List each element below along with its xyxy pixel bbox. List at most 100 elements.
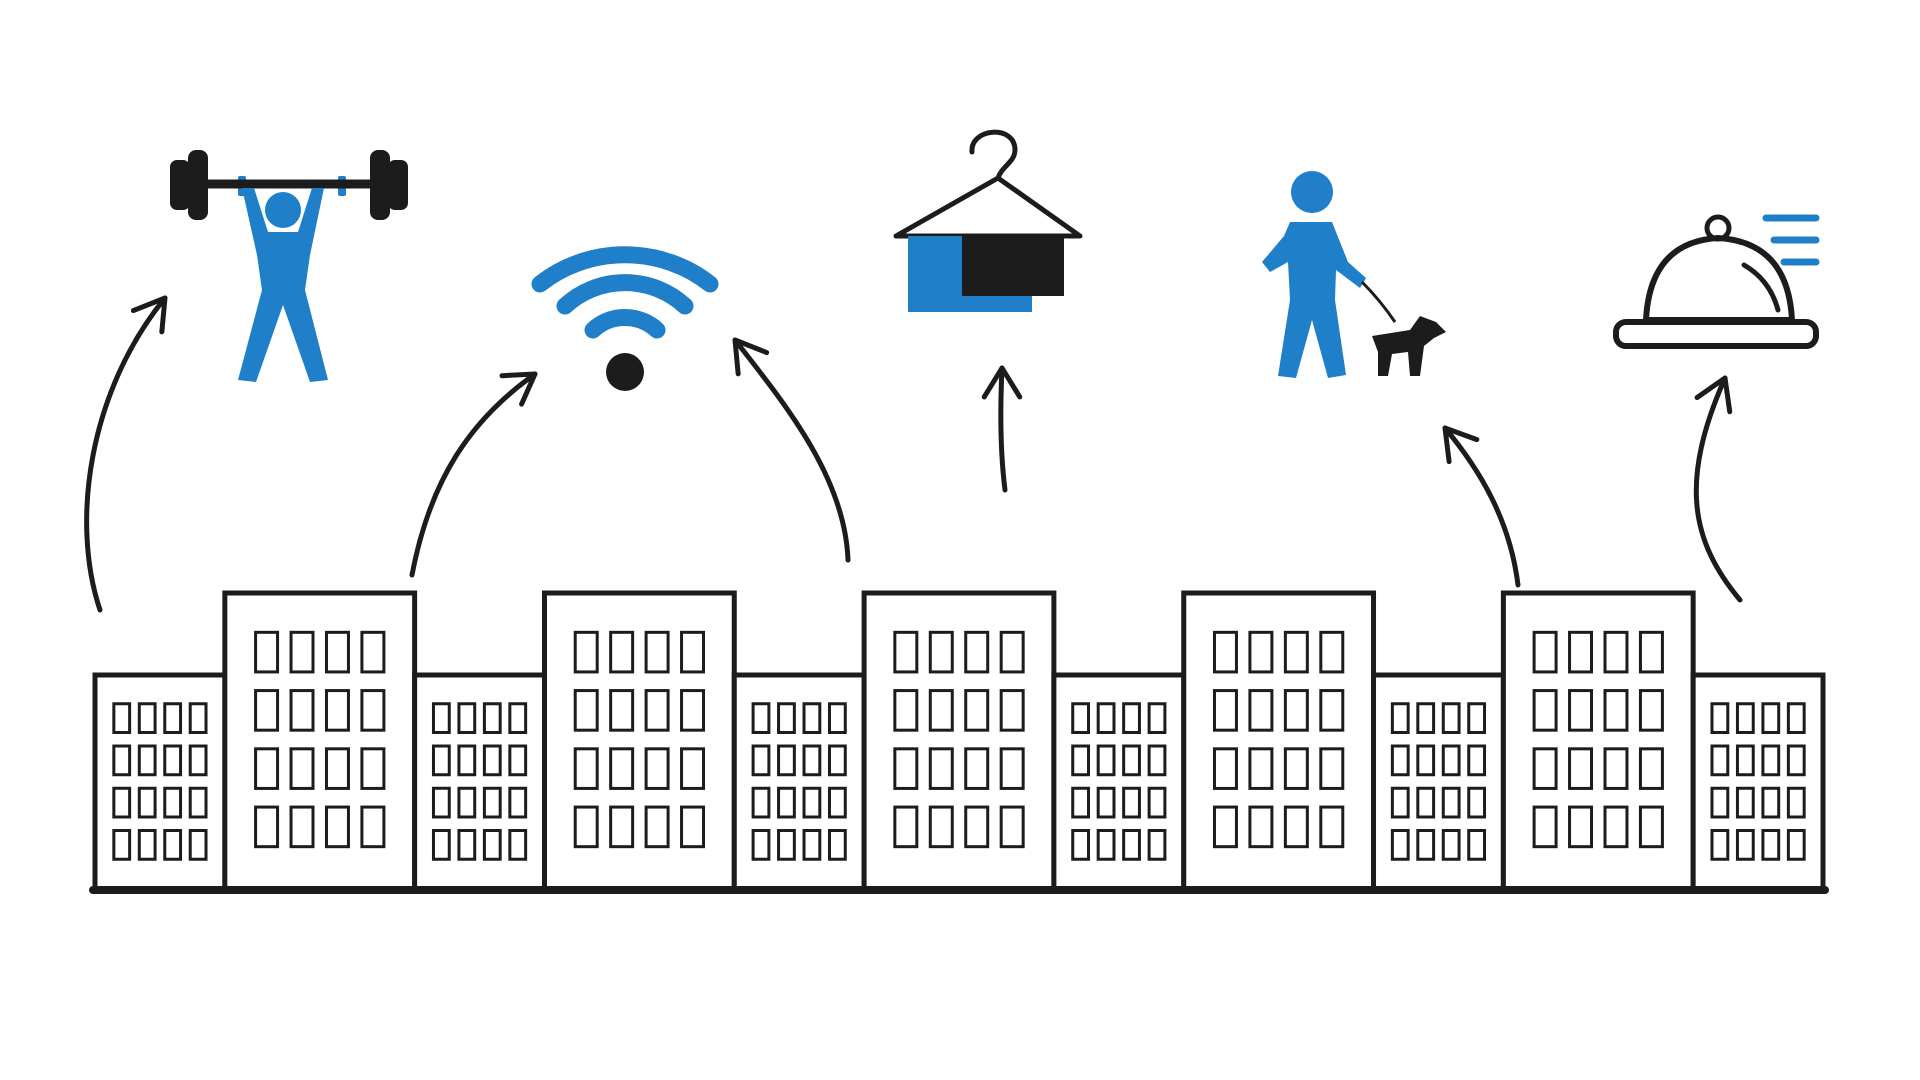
arrow-head (732, 337, 770, 377)
window (1416, 702, 1436, 734)
window (1283, 630, 1309, 674)
window (964, 689, 990, 732)
window (482, 786, 502, 819)
building-row (89, 590, 1829, 894)
window (188, 786, 208, 819)
window (1122, 829, 1141, 861)
window (324, 689, 350, 732)
window (827, 702, 847, 734)
window (289, 689, 315, 732)
window (254, 689, 280, 732)
window (1283, 689, 1309, 732)
window (254, 805, 280, 849)
window (254, 630, 280, 674)
window (964, 630, 990, 674)
laundry-hanger-icon (893, 129, 1083, 312)
window (431, 786, 451, 819)
arrow-head (1442, 425, 1480, 465)
window (457, 702, 477, 734)
window (1638, 805, 1664, 849)
window (893, 747, 919, 790)
window (289, 747, 315, 790)
window (508, 829, 528, 861)
window (1283, 747, 1309, 790)
window (1212, 805, 1238, 849)
window (163, 702, 183, 734)
window (1786, 744, 1806, 777)
window (999, 747, 1025, 790)
window (644, 805, 670, 849)
window (289, 630, 315, 674)
building-4 (541, 590, 737, 893)
window (1416, 786, 1436, 819)
window (802, 744, 822, 777)
window (777, 744, 796, 777)
window (254, 747, 280, 790)
window (1248, 747, 1274, 790)
window (137, 829, 157, 861)
window (1761, 744, 1781, 777)
window (360, 805, 386, 849)
window (1568, 805, 1594, 849)
window (1096, 829, 1116, 861)
window (1568, 630, 1594, 674)
building-11 (1690, 672, 1826, 893)
window (1122, 702, 1141, 734)
window (1786, 702, 1806, 734)
window (964, 805, 990, 849)
window (928, 689, 954, 732)
window (1467, 829, 1487, 861)
window (457, 786, 477, 819)
window (1096, 702, 1116, 734)
window (112, 702, 132, 734)
window (1532, 747, 1558, 790)
window (751, 702, 771, 734)
window (1467, 744, 1487, 777)
window (360, 630, 386, 674)
window (1603, 805, 1629, 849)
window (457, 829, 477, 861)
building-7 (1051, 672, 1187, 893)
window (1122, 744, 1141, 777)
window (1441, 702, 1461, 734)
building-10 (1500, 590, 1696, 893)
window (482, 702, 502, 734)
window (1147, 786, 1167, 819)
window (1212, 747, 1238, 790)
window (1735, 829, 1755, 861)
window (457, 744, 477, 777)
window (137, 744, 157, 777)
window (1147, 829, 1167, 861)
arrow-6 (1693, 375, 1743, 603)
window (644, 630, 670, 674)
window (163, 744, 183, 777)
window (680, 689, 706, 732)
window (1761, 786, 1781, 819)
building-5 (731, 672, 867, 893)
window (1532, 689, 1558, 732)
window (609, 689, 635, 732)
window (609, 630, 635, 674)
window (1441, 744, 1461, 777)
window (644, 747, 670, 790)
window (1710, 744, 1730, 777)
arrow-5 (1442, 425, 1521, 588)
window (777, 786, 796, 819)
window (163, 786, 183, 819)
window (1416, 829, 1436, 861)
window (928, 747, 954, 790)
arrow-group (84, 295, 1743, 613)
window (482, 744, 502, 777)
window (1248, 689, 1274, 732)
window (1735, 702, 1755, 734)
window (609, 805, 635, 849)
window (802, 829, 822, 861)
window (751, 744, 771, 777)
window (573, 689, 599, 732)
window (644, 689, 670, 732)
window (1071, 744, 1091, 777)
window (431, 829, 451, 861)
window (1390, 744, 1410, 777)
window (431, 702, 451, 734)
